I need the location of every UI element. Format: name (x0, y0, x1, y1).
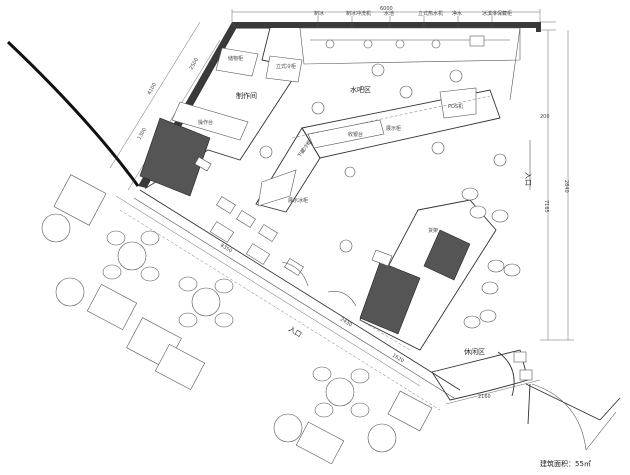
dimension-left-a: 4100 (147, 82, 159, 96)
entrance-label: 入口 (287, 325, 303, 339)
svg-text:下藏冷柜: 下藏冷柜 (296, 139, 313, 159)
svg-text:POS机: POS机 (448, 103, 463, 110)
svg-text:展示柜: 展示柜 (386, 125, 401, 132)
dimension-bottom-c: 1620 (391, 353, 405, 365)
entrance-lower: 入口 (281, 261, 357, 339)
back-counter (299, 27, 521, 101)
svg-text:储物柜: 储物柜 (228, 55, 243, 62)
top-label-3: 水池 (384, 10, 394, 17)
dimension-bottom-a: 8350 (219, 243, 233, 255)
window-line: 8350 2430 1620 (115, 189, 461, 411)
dimension-bottom-b: 2430 (339, 317, 353, 329)
svg-text:入口: 入口 (524, 172, 532, 186)
outdoor-tables (102, 230, 370, 418)
svg-text:收银台: 收银台 (348, 131, 363, 138)
dimension-right-a: 7165 (543, 200, 549, 213)
entrance-right: 入口 (524, 140, 532, 190)
top-equipment-labels: 制冰 制冰冲洗机 水池 立式热水机 净水 冰淇淋保藏柜 (314, 10, 512, 28)
svg-text:操作台: 操作台 (198, 119, 213, 126)
people-figures (259, 63, 507, 253)
planters (41, 174, 433, 465)
dimension-top: 6000 (380, 6, 393, 12)
door-bottom-right (525, 383, 621, 451)
top-label-1: 制冰 (314, 10, 324, 17)
water-bar-label: 水吧区 (350, 85, 371, 94)
rest-area: 休闲区 2160 (431, 347, 541, 405)
svg-text:展示冰柜: 展示冰柜 (288, 197, 308, 204)
dimension-right-mark: 200 (540, 114, 550, 120)
dimension-right-b: 2840 (563, 180, 569, 193)
production-room-label: 制作间 (236, 91, 257, 100)
svg-text:货架: 货架 (428, 227, 438, 234)
top-label-2: 制冰冲洗机 (346, 10, 371, 17)
svg-text:2160: 2160 (478, 394, 491, 400)
top-label-5: 净水 (452, 10, 462, 17)
top-label-6: 冰淇淋保藏柜 (482, 10, 512, 17)
top-label-4: 立式热水机 (418, 10, 443, 17)
dimension-left-c: 1300 (137, 127, 149, 141)
svg-text:立式冷柜: 立式冷柜 (276, 63, 296, 70)
curved-exterior-line (6, 40, 140, 187)
building-area-note: 建筑面积：55㎡ (540, 459, 591, 468)
central-island: 货架 (359, 199, 497, 351)
rest-area-label: 休闲区 (464, 347, 485, 356)
production-room: 制作间 操作台 储物柜 立式冷柜 (139, 27, 303, 197)
right-dimensions: 7165 2840 200 (540, 30, 574, 341)
dimension-left-b: 2500 (189, 57, 201, 71)
island-seating (461, 187, 521, 329)
top-dimension: 6000 (231, 6, 556, 31)
bench-seats (209, 196, 304, 276)
